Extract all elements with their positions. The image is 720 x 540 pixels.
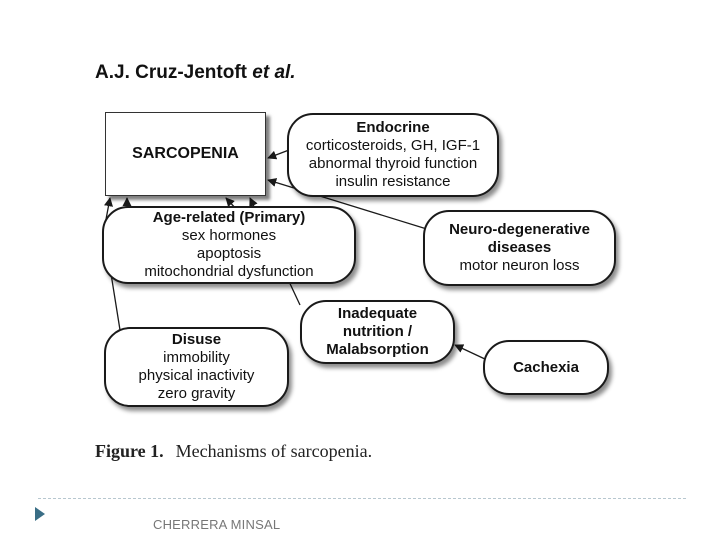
neuro-line: motor neuron loss — [459, 257, 580, 274]
age-related-line: sex hormones — [181, 227, 277, 244]
footer-text: CHERRERA MINSAL — [153, 517, 281, 532]
endocrine-line: abnormal thyroid function — [308, 155, 478, 172]
sarcopenia-box: SARCOPENIA — [105, 112, 266, 196]
neuro-title-line: diseases — [487, 239, 552, 256]
neuro-degenerative-box: Neuro-degenerative diseases motor neuron… — [423, 210, 616, 286]
caption-text: Mechanisms of sarcopenia. — [175, 441, 373, 461]
header-author: A.J. Cruz-Jentoft — [95, 62, 247, 83]
caption-label: Figure 1. — [95, 441, 164, 461]
neuro-title-line: Neuro-degenerative — [449, 221, 590, 238]
arrow-cachexia-to-nutrition — [454, 344, 488, 361]
footer-divider — [38, 498, 686, 499]
disuse-line: physical inactivity — [138, 367, 255, 384]
cachexia-title: Cachexia — [513, 358, 579, 376]
nutrition-box: Inadequate nutrition / Malabsorption — [300, 300, 455, 364]
endocrine-line: insulin resistance — [335, 173, 451, 190]
age-related-box: Age-related (Primary) sex hormones apopt… — [102, 206, 356, 284]
nutrition-title-line: nutrition / — [342, 323, 413, 340]
disuse-box: Disuse immobility physical inactivity ze… — [104, 327, 289, 407]
nutrition-title-line: Inadequate — [337, 305, 418, 322]
endocrine-line: corticosteroids, GH, IGF-1 — [305, 137, 481, 154]
age-related-line: mitochondrial dysfunction — [144, 263, 314, 280]
figure-caption: Figure 1. Mechanisms of sarcopenia. — [95, 441, 372, 462]
age-related-title: Age-related (Primary) — [152, 209, 306, 226]
arrow-endocrine-to-sarcopenia — [267, 149, 290, 160]
disuse-line: immobility — [163, 349, 230, 366]
age-related-line: apoptosis — [196, 245, 262, 262]
endocrine-title: Endocrine — [356, 119, 430, 136]
nutrition-title-line: Malabsorption — [326, 341, 429, 358]
cachexia-box: Cachexia — [483, 340, 609, 395]
header-etal: et al. — [252, 62, 296, 83]
endocrine-box: Endocrine corticosteroids, GH, IGF-1 abn… — [287, 113, 499, 197]
figure-header: A.J. Cruz-Jentoft et al. — [95, 62, 296, 84]
disuse-line: zero gravity — [157, 385, 236, 402]
footer-triangle-icon — [35, 507, 45, 521]
sarcopenia-label: SARCOPENIA — [132, 145, 239, 162]
disuse-title: Disuse — [171, 331, 222, 348]
